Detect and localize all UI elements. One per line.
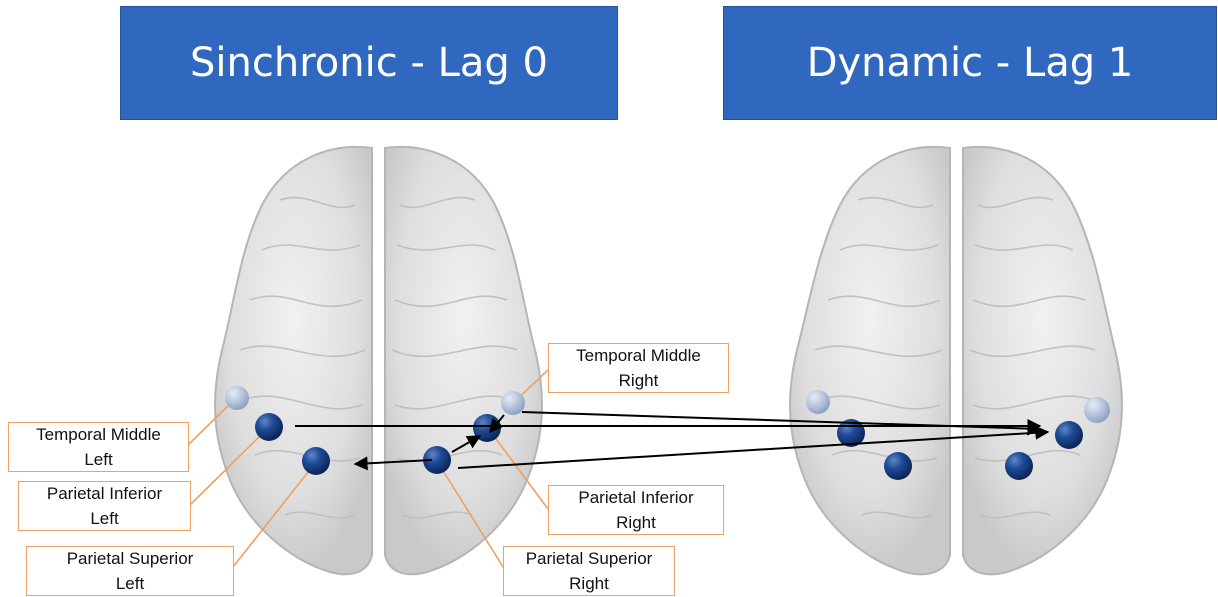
label-parietal-superior-left-line1: Parietal Superior [67, 546, 194, 571]
brain-right [790, 147, 1122, 574]
label-parietal-inferior-left-line2: Left [47, 506, 162, 531]
label-parietal-superior-left-line2: Left [67, 571, 194, 596]
arrow-parietal-superior-right-to-lag1 [458, 432, 1048, 468]
label-parietal-inferior-right-line2: Right [578, 510, 693, 535]
brain-right-hemisphere-left [790, 147, 950, 574]
label-temporal-middle-right-line1: Temporal Middle [576, 343, 701, 368]
label-parietal-superior-right-line1: Parietal Superior [526, 546, 653, 571]
label-temporal-middle-left-line1: Temporal Middle [36, 422, 161, 447]
brain-left [215, 147, 542, 574]
label-parietal-superior-left: Parietal Superior Left [26, 546, 234, 596]
label-temporal-middle-left: Temporal Middle Left [8, 422, 189, 472]
label-parietal-superior-right: Parietal Superior Right [503, 546, 675, 596]
brain-left-hemisphere-right [385, 147, 542, 574]
brain-right-hemisphere-right [963, 147, 1122, 574]
node-temporal-middle-right-lag1 [1084, 397, 1110, 423]
node-parietal-inferior-right-lag1 [1055, 421, 1083, 449]
label-temporal-middle-left-line2: Left [36, 447, 161, 472]
label-temporal-middle-right: Temporal Middle Right [548, 343, 729, 393]
label-parietal-inferior-right: Parietal Inferior Right [548, 485, 724, 535]
node-temporal-middle-left-lag1 [806, 390, 830, 414]
label-parietal-inferior-right-line1: Parietal Inferior [578, 485, 693, 510]
label-temporal-middle-right-line2: Right [576, 368, 701, 393]
label-parietal-inferior-left: Parietal Inferior Left [18, 481, 191, 531]
node-temporal-middle-right [501, 391, 525, 415]
label-parietal-superior-right-line2: Right [526, 571, 653, 596]
brain-left-hemisphere-left [215, 147, 372, 574]
label-parietal-inferior-left-line1: Parietal Inferior [47, 481, 162, 506]
node-parietal-superior-left-lag1 [884, 452, 912, 480]
node-parietal-superior-right-lag1 [1005, 452, 1033, 480]
node-parietal-inferior-left [255, 413, 283, 441]
node-temporal-middle-left [225, 386, 249, 410]
node-parietal-superior-left [302, 447, 330, 475]
